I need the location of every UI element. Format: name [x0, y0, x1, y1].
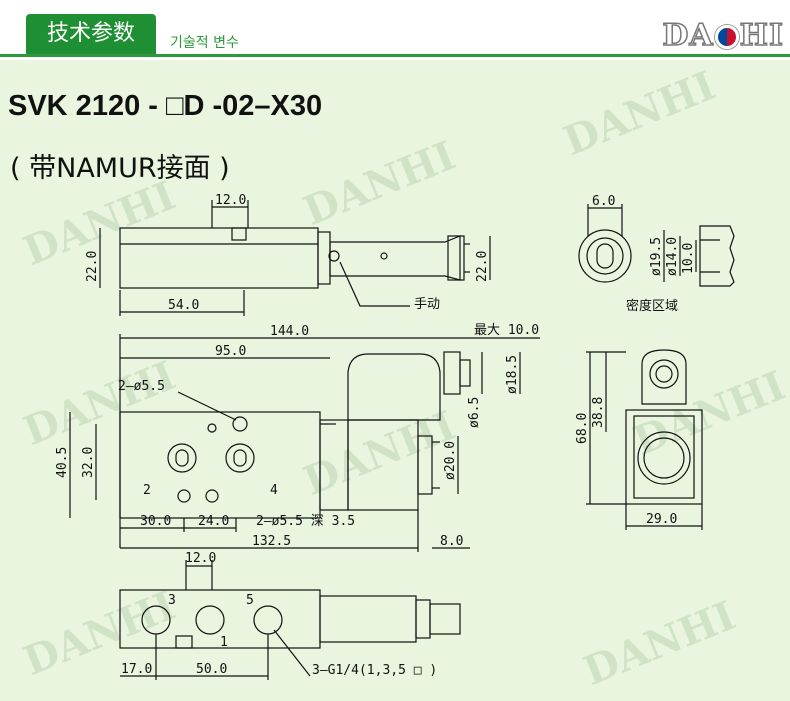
- dim-top-22-right: 22.0: [475, 251, 490, 282]
- detail-caption: 密度区域: [626, 298, 678, 314]
- port-5-label: 5: [246, 593, 254, 608]
- dim-top-22-left: 22.0: [85, 251, 100, 282]
- dim-hole-bottom: 2–ø5.5 深 3.5: [256, 514, 355, 529]
- port-1-label: 1: [220, 635, 228, 650]
- dim-10: 10.0: [681, 243, 696, 274]
- port-3-label: 3: [168, 593, 176, 608]
- side-view: 68.0 38.8 29.0: [575, 349, 703, 530]
- taeguk-icon: [714, 25, 739, 49]
- detail-view: 6.0 ø19.5 ø14.0 10.0 密度区域: [578, 194, 735, 314]
- front-view: 144.0 95.0 最大 10.0 40.5 32.0 2–ø5.5 ø6.5: [55, 323, 540, 552]
- dim-17: 17.0: [121, 662, 152, 677]
- port-2-label: 2: [143, 483, 151, 498]
- dim-d14: ø14.0: [665, 237, 680, 276]
- dim-32: 32.0: [81, 447, 96, 478]
- top-view: 12.0 22.0 22.0 54.0 手动: [85, 193, 491, 316]
- header-divider: [0, 54, 790, 57]
- tab-technical-params[interactable]: 技术参数: [26, 14, 156, 54]
- dim-38-8: 38.8: [591, 397, 606, 428]
- dim-144: 144.0: [270, 324, 309, 339]
- dim-top-54: 54.0: [168, 298, 199, 313]
- port-4-label: 4: [270, 483, 278, 498]
- model-number: SVK 2120 - □D -02–X30: [8, 90, 323, 122]
- dim-6: 6.0: [592, 194, 615, 209]
- dim-29: 29.0: [646, 512, 677, 527]
- dim-top-12: 12.0: [215, 193, 246, 208]
- dim-hole-top: 2–ø5.5: [118, 379, 165, 394]
- dim-30: 30.0: [140, 514, 171, 529]
- manual-label: 手动: [414, 297, 440, 312]
- dim-132-5: 132.5: [252, 534, 291, 549]
- dim-d19-5: ø19.5: [649, 237, 664, 276]
- dim-40-5: 40.5: [55, 447, 70, 478]
- bottom-view: 12.0 3 5 1 17.0 50.0 3–G1/4(1,3,5 □ ): [119, 551, 461, 680]
- dim-50: 50.0: [196, 662, 227, 677]
- tab-sublabel: 기술적 변수: [170, 35, 239, 51]
- thread-label: 3–G1/4(1,3,5 □ ): [312, 663, 437, 678]
- dim-bottom-12: 12.0: [185, 551, 216, 566]
- dim-95: 95.0: [215, 344, 246, 359]
- model-subtitle: ( 带NAMUR接面 ): [10, 153, 230, 184]
- dim-68: 68.0: [575, 413, 590, 444]
- dim-d20: ø20.0: [443, 441, 458, 480]
- dim-d6-5: ø6.5: [467, 397, 482, 428]
- dim-d18-5: ø18.5: [505, 355, 520, 394]
- dim-8: 8.0: [440, 534, 463, 549]
- dim-24: 24.0: [198, 514, 229, 529]
- dim-max-10: 最大 10.0: [474, 323, 539, 338]
